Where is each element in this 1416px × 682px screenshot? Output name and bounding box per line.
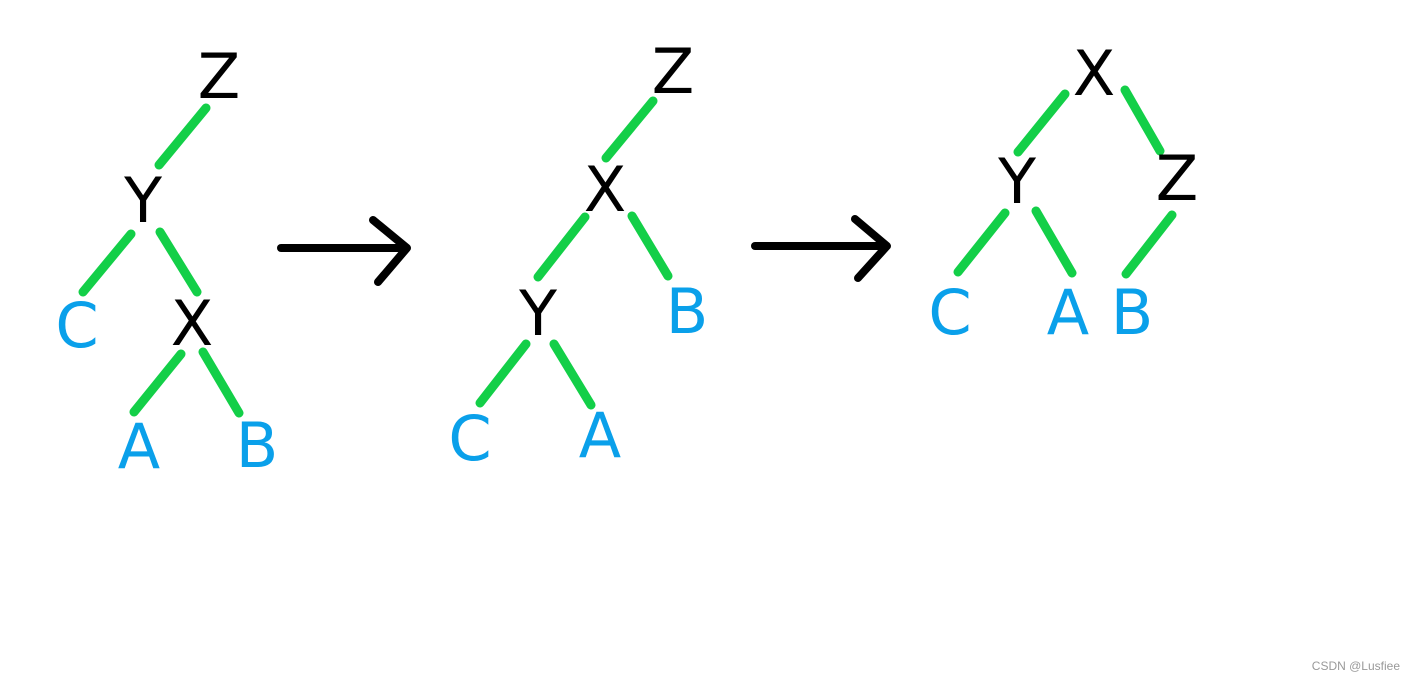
edge-x-b (198, 347, 244, 418)
edge-y-c (953, 208, 1010, 277)
node-z: Z (652, 35, 694, 108)
node-c: C (448, 402, 491, 475)
node-y: Y (997, 145, 1036, 218)
edge-x-z (1120, 85, 1165, 156)
node-z: Z (1156, 142, 1198, 215)
edge-y-a (1031, 206, 1077, 278)
node-c: C (55, 289, 98, 362)
node-x: X (584, 153, 626, 226)
edge-z-x (601, 96, 658, 163)
edge-y-c (78, 229, 136, 297)
node-a: A (579, 399, 621, 472)
node-y: Y (123, 164, 162, 237)
tree-stage-1: Z Y C X A B (55, 40, 278, 483)
edge-x-a (129, 349, 186, 417)
node-z: Z (198, 40, 240, 113)
edge-x-y (533, 212, 590, 282)
node-a: A (1047, 276, 1089, 349)
edge-y-c (475, 339, 531, 408)
node-y: Y (518, 277, 557, 350)
node-b: B (236, 409, 279, 482)
node-x: X (1073, 37, 1115, 110)
edge-z-y (154, 103, 211, 170)
node-b: B (1111, 276, 1154, 349)
edge-z-b (1121, 210, 1177, 279)
edge-y-x (155, 227, 202, 297)
edge-x-b (627, 211, 673, 281)
edge-y-a (549, 339, 596, 410)
node-b: B (666, 275, 709, 348)
edge-x-y (1013, 89, 1070, 157)
right-arrow-icon (277, 216, 411, 286)
tree-stage-3: X Y Z C A B (928, 37, 1198, 349)
watermark-text: CSDN @Lusfiee (1311, 659, 1400, 673)
node-a: A (118, 410, 160, 483)
node-x: X (171, 287, 213, 360)
tree-stage-2: Z X Y B C A (448, 35, 708, 475)
node-c: C (928, 276, 971, 349)
right-arrow-icon (751, 215, 891, 282)
